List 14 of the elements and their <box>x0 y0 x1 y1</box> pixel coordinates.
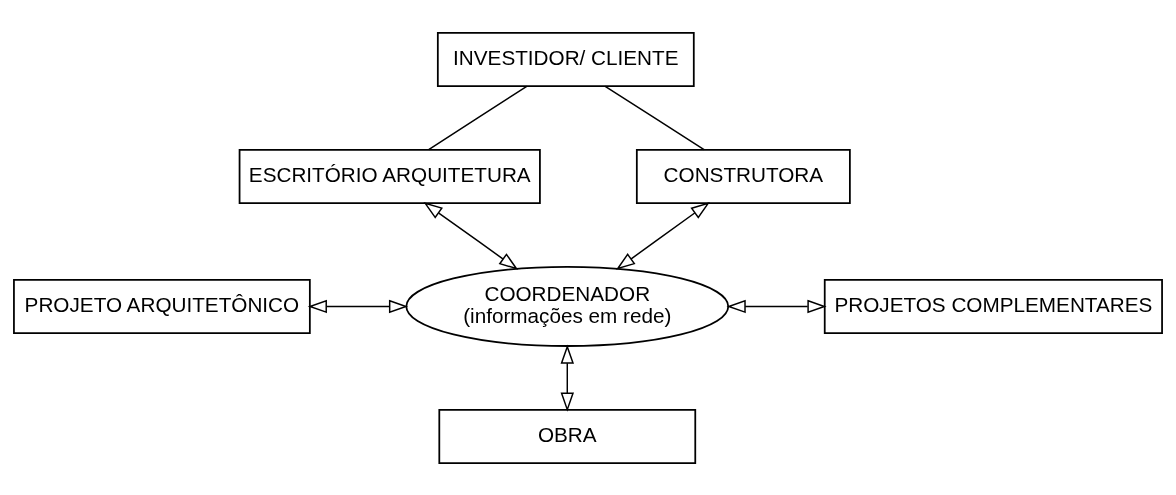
node-box: PROJETOS COMPLEMENTARES <box>823 278 1163 334</box>
arrow <box>307 299 409 313</box>
arrow <box>560 344 575 412</box>
connector <box>427 85 528 150</box>
arrow <box>423 201 519 270</box>
arrow <box>726 299 827 313</box>
node-ellipse: COORDENADOR (informações em rede) <box>405 265 730 347</box>
node-box: CONSTRUTORA <box>635 148 851 204</box>
node-box: OBRA <box>438 408 697 464</box>
arrow <box>615 201 710 270</box>
node-box: PROJETO ARQUITETÔNICO <box>13 278 311 334</box>
node-box: INVESTIDOR/ CLIENTE <box>436 31 695 87</box>
node-box: ESCRITÓRIO ARQUITETURA <box>238 148 541 204</box>
connector <box>604 85 705 150</box>
